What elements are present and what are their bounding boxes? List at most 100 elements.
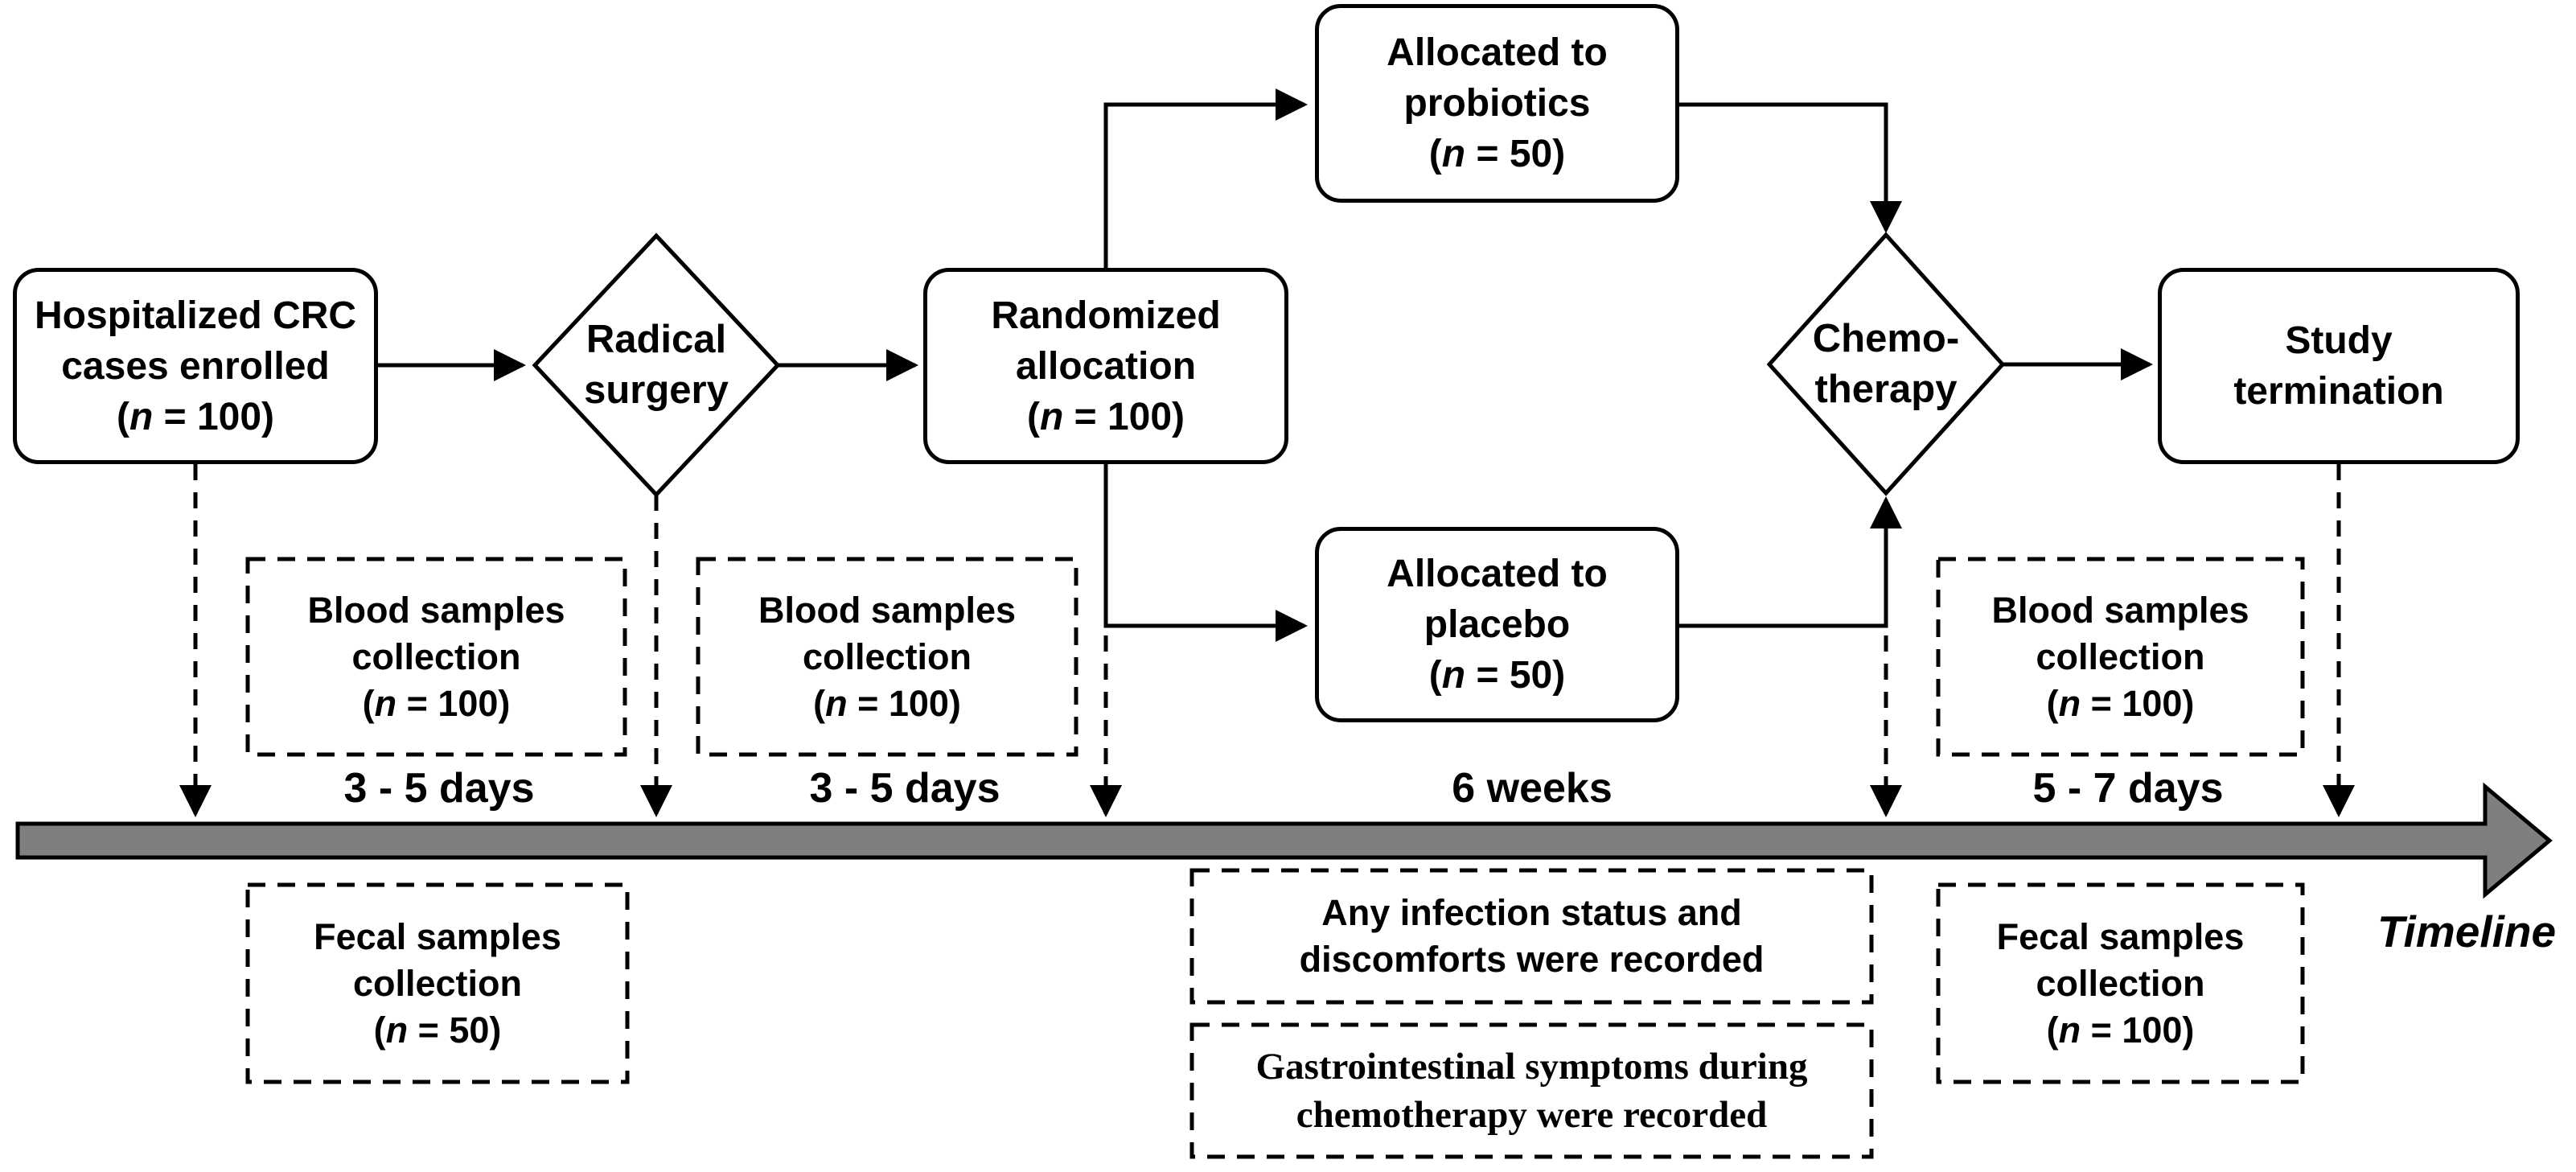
annotation-n-count: (n = 100) [363, 681, 511, 727]
solid-connectors [378, 88, 2153, 642]
fecal-presurgery-rect [245, 882, 630, 1084]
node-line: Allocated to [1387, 553, 1608, 595]
n-value: = 50) [1465, 133, 1566, 175]
infection-rect [1189, 868, 1874, 1005]
node-n-count: (n = 50) [1429, 129, 1565, 179]
node-line: therapy [1814, 368, 1958, 411]
timeline-title: Timeline [2377, 907, 2557, 956]
n-open: ( [2046, 682, 2059, 724]
n-symbol: n [1441, 133, 1466, 175]
n-open: ( [116, 395, 129, 438]
n-value: = 50) [1465, 654, 1566, 697]
annotation-gastrointestinal-symptoms: Gastrointestinal symptoms during chemoth… [1192, 1025, 1871, 1157]
n-symbol: n [825, 682, 848, 724]
node-n-count: (n = 50) [1429, 650, 1565, 701]
dashed-rects [245, 557, 2305, 1159]
annotation-line: collection [351, 635, 521, 677]
annotation-line: Fecal samples [314, 915, 561, 957]
node-line: Chemo- [1812, 317, 1960, 360]
n-open: ( [2046, 1009, 2059, 1051]
node-line: allocation [1015, 344, 1197, 388]
annotation-n-count: (n = 100) [2047, 1007, 2195, 1054]
annotation-line: collection [2036, 962, 2205, 1004]
node-line: Radical [585, 318, 727, 361]
annotation-fecal-samples-presurgery: Fecal samples collection (n = 50) [248, 885, 627, 1082]
timeline-interval-label: 3 - 5 days [343, 765, 535, 812]
n-open: ( [362, 682, 375, 724]
timeline-arrow [15, 782, 2553, 899]
annotation-n-count: (n = 50) [374, 1007, 502, 1054]
n-symbol: n [374, 682, 397, 724]
annotation-line: collection [802, 635, 972, 677]
n-symbol: n [2058, 1009, 2081, 1051]
annotation-n-count: (n = 100) [813, 681, 961, 727]
node-chemotherapy: Chemo- therapy [1766, 298, 2006, 430]
n-symbol: n [2058, 682, 2081, 724]
node-n-count: (n = 100) [1027, 392, 1185, 442]
node-line: termination [2233, 370, 2444, 413]
n-open: ( [1026, 395, 1040, 438]
node-line: cases enrolled [61, 344, 330, 388]
fecal-postchemo-rect [1936, 882, 2305, 1084]
arrow-placebo-to-chemo [1679, 496, 1902, 628]
node-line: placebo [1424, 603, 1571, 646]
annotation-line: collection [352, 962, 523, 1004]
chemo-diamond-shape [1766, 232, 2006, 496]
timeline-interval-label: 5 - 7 days [2032, 765, 2224, 812]
timeline-interval-label: 3 - 5 days [809, 765, 1000, 812]
annotation-fecal-samples-postchemo: Fecal samples collection (n = 100) [1938, 885, 2303, 1082]
arrow-randomized-to-probiotics [1103, 88, 1308, 268]
gastro-rect [1189, 1022, 1874, 1159]
node-randomized-allocation: Randomized allocation (n = 100) [923, 268, 1288, 464]
node-hospitalized-crc: Hospitalized CRC cases enrolled (n = 100… [13, 268, 378, 464]
n-symbol: n [1039, 395, 1064, 438]
arrow-randomized-to-placebo [1103, 464, 1308, 642]
blood-presurgery-rect [245, 557, 627, 757]
node-n-count: (n = 100) [117, 392, 274, 442]
node-line: Hospitalized CRC [34, 294, 357, 337]
n-value: = 100) [396, 682, 511, 724]
annotation-line: Gastrointestinal symptoms during [1255, 1046, 1808, 1088]
n-symbol: n [385, 1009, 409, 1051]
node-line: Randomized [991, 294, 1221, 337]
node-study-termination: Study termination [2158, 268, 2520, 464]
n-open: ( [1428, 654, 1442, 697]
timeline-interval-label: 6 weeks [1452, 765, 1613, 812]
n-value: = 50) [408, 1009, 502, 1051]
node-allocated-placebo: Allocated to placebo (n = 50) [1315, 527, 1679, 722]
arrow-probiotics-to-chemo [1679, 102, 1902, 233]
blood-postchemo-rect [1936, 557, 2305, 757]
node-line: Study [2285, 319, 2393, 362]
annotation-infection-status: Any infection status and discomforts wer… [1192, 870, 1871, 1002]
annotation-blood-samples-postchemo: Blood samples collection (n = 100) [1938, 559, 2303, 755]
n-value: = 100) [2081, 1009, 2195, 1051]
annotation-n-count: (n = 100) [2047, 681, 2195, 727]
blood-postsurgery-rect [696, 557, 1078, 757]
annotation-line: Any infection status and [1321, 892, 1742, 933]
node-line: Allocated to [1387, 31, 1608, 74]
n-open: ( [813, 682, 826, 724]
node-allocated-probiotics: Allocated to probiotics (n = 50) [1315, 4, 1679, 203]
n-symbol: n [1441, 654, 1466, 697]
annotation-blood-samples-presurgery: Blood samples collection (n = 100) [248, 559, 625, 755]
node-radical-surgery: Radical surgery [536, 299, 777, 431]
surgery-diamond-shape [532, 232, 781, 498]
annotation-line: Blood samples [758, 589, 1017, 631]
n-value: = 100) [847, 682, 961, 724]
dashed-connectors [179, 464, 2355, 817]
node-line: surgery [584, 368, 729, 412]
annotation-line: Blood samples [1991, 589, 2249, 631]
n-open: ( [1428, 133, 1442, 175]
annotation-line: Blood samples [307, 589, 565, 631]
n-value: = 100) [2081, 682, 2195, 724]
annotation-line: chemotherapy were recorded [1296, 1094, 1768, 1136]
annotation-blood-samples-postsurgery: Blood samples collection (n = 100) [698, 559, 1076, 755]
n-symbol: n [129, 395, 154, 438]
n-value: = 100) [153, 395, 275, 438]
annotation-line: Fecal samples [1996, 915, 2245, 957]
annotation-line: discomforts were recorded [1299, 939, 1765, 980]
n-open: ( [373, 1009, 386, 1051]
node-line: probiotics [1403, 82, 1591, 125]
